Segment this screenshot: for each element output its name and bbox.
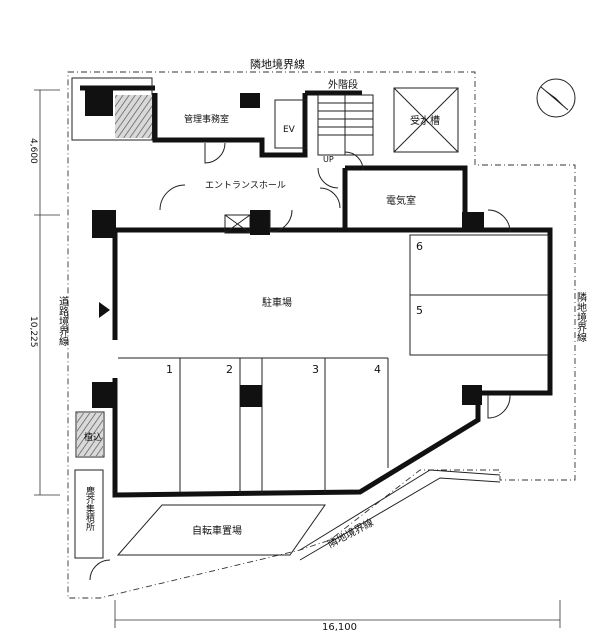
parking-space-5: 5 [416,304,423,317]
entry-arrow-icon [99,302,110,318]
outer-stairs-label: 外階段 [328,78,358,91]
building-walls [80,85,553,498]
planting-label: 植込 [84,431,102,443]
bicycle-parking-label: 自転車置場 [192,524,242,537]
planting-area-left [77,413,103,456]
parking-label: 駐車場 [262,296,292,309]
parking-space-2: 2 [226,363,233,376]
boundary-top-label: 隣地境界線 [250,57,305,71]
electrical-room-label: 電気室 [386,194,416,207]
planting-area-top [115,95,152,138]
dimension-lines [34,89,561,628]
entrance-hall-label: エントランスホール [205,180,286,191]
garbage-label: 塵芥集積所 [84,485,95,532]
management-office-label: 管理事務室 [184,113,229,125]
parking-space-4: 4 [374,363,381,376]
door-swings [89,142,511,581]
boundary-bottom-label: 隣地境界線 [325,516,375,551]
property-boundary-line [67,71,576,599]
dimension-4600: 4,600 [28,138,38,164]
north-arrow-icon [536,78,576,118]
road-boundary-label: 道路境界線 [57,295,69,346]
ev-label: EV [283,125,296,135]
parking-bay-lines [71,77,549,561]
dimension-10225: 10,225 [28,316,38,348]
parking-space-1: 1 [166,363,173,376]
boundary-right-label: 隣地境界線 [575,291,587,342]
parking-space-6: 6 [416,240,423,253]
dimension-16100: 16,100 [322,622,357,633]
parking-space-3: 3 [312,363,319,376]
water-tank-label: 受水槽 [410,114,440,127]
up-label: UP [323,155,334,164]
outer-stairs [317,94,374,156]
structural-columns [85,88,484,408]
